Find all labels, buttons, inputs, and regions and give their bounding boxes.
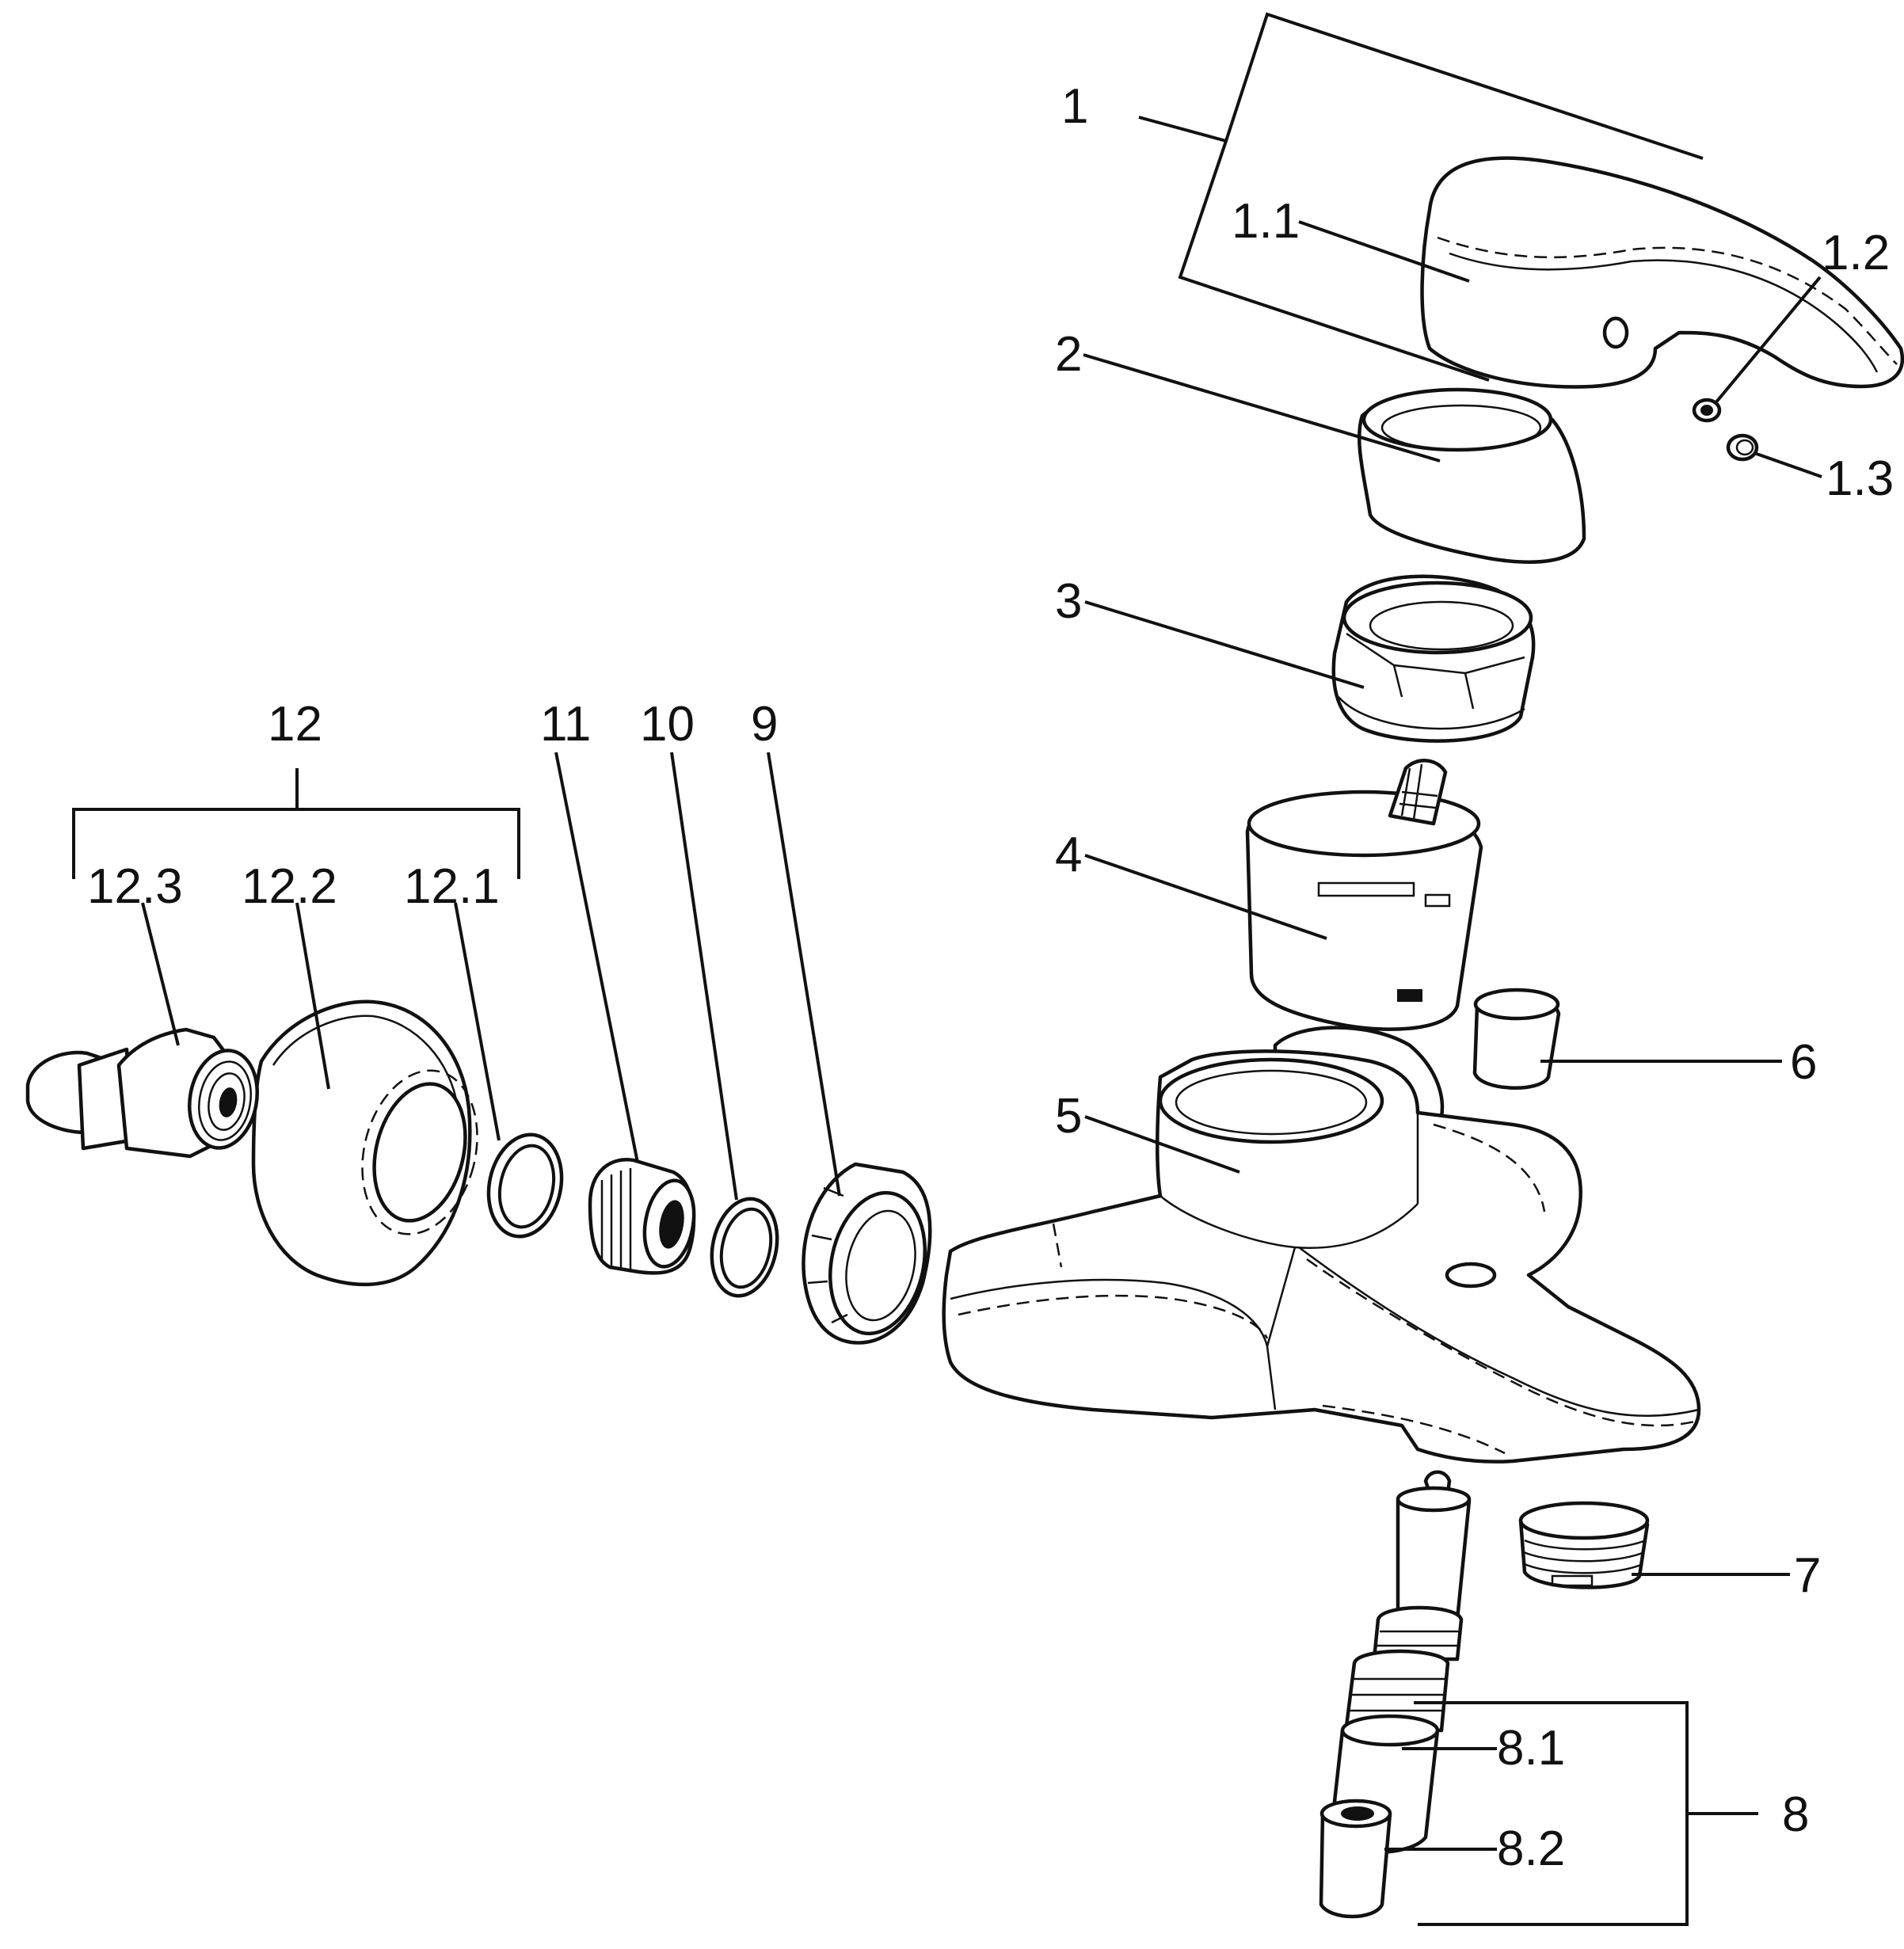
part-2-cover-cap: 2 bbox=[1055, 327, 1586, 564]
part-6-small-cap: 6 bbox=[1472, 988, 1817, 1090]
diverter-ring-lines bbox=[1349, 1630, 1459, 1712]
escutcheon-rim bbox=[272, 1014, 459, 1110]
label-12-1: 12.1 bbox=[404, 859, 500, 914]
cartridge-slot-2 bbox=[1424, 893, 1451, 908]
nipple-threads bbox=[600, 1168, 632, 1270]
leader-12-2 bbox=[295, 902, 330, 1090]
label-1-3: 1.3 bbox=[1826, 451, 1894, 506]
small-cap-top bbox=[1473, 988, 1560, 1021]
label-1-1: 1.1 bbox=[1232, 194, 1300, 249]
aerator-notch bbox=[1551, 1574, 1594, 1587]
leader-3 bbox=[1084, 600, 1365, 689]
part-3-threaded-ring: 3 bbox=[1055, 574, 1536, 743]
escutcheon-bore bbox=[372, 1082, 467, 1223]
label-5: 5 bbox=[1055, 1089, 1082, 1144]
leader-1 bbox=[1138, 116, 1227, 143]
label-1: 1 bbox=[1061, 79, 1088, 134]
leader-4 bbox=[1084, 854, 1327, 940]
label-8-2: 8.2 bbox=[1497, 1821, 1565, 1876]
leader-5 bbox=[1084, 1115, 1240, 1174]
leader-2 bbox=[1083, 353, 1441, 463]
part-7-aerator: 7 bbox=[1518, 1501, 1821, 1603]
ring-base bbox=[1338, 696, 1525, 730]
nipple-bore bbox=[659, 1200, 684, 1249]
union-nut-bore bbox=[845, 1209, 916, 1322]
bracket-12 bbox=[72, 768, 520, 879]
aerator-ribs bbox=[1523, 1539, 1647, 1574]
part-11-nipple: 11 bbox=[540, 697, 696, 1275]
body-outline bbox=[942, 1049, 1701, 1464]
leader-1-3 bbox=[1754, 451, 1822, 478]
lever-screw-hole bbox=[1602, 316, 1629, 349]
label-8: 8 bbox=[1782, 1787, 1809, 1842]
label-7: 7 bbox=[1794, 1548, 1821, 1603]
label-3: 3 bbox=[1055, 574, 1082, 629]
body-top-opening bbox=[1158, 1057, 1384, 1144]
diverter-sleeve-top bbox=[1340, 1714, 1440, 1747]
cartridge-mark bbox=[1397, 989, 1422, 1002]
leader-11 bbox=[554, 752, 639, 1163]
ring-facets bbox=[1346, 632, 1525, 710]
escutcheon-hidden-bore bbox=[361, 1069, 478, 1235]
leader-1-2 bbox=[1713, 276, 1822, 405]
part-10-o-ring: 10 bbox=[640, 697, 779, 1298]
leader-9 bbox=[767, 752, 841, 1197]
aerator-top bbox=[1518, 1501, 1650, 1540]
cap-inner bbox=[1735, 439, 1754, 456]
label-12: 12 bbox=[268, 697, 322, 752]
connector-thread-2 bbox=[208, 1072, 246, 1131]
part-5-mixer-body: 5 bbox=[942, 1026, 1701, 1464]
label-11: 11 bbox=[540, 697, 591, 752]
connector-thread-1 bbox=[198, 1060, 252, 1141]
label-4: 4 bbox=[1055, 828, 1082, 882]
insert-bore bbox=[1341, 1806, 1374, 1821]
label-12-3: 12.3 bbox=[87, 859, 183, 914]
leader-12-3 bbox=[141, 902, 180, 1046]
part-4-cartridge: 4 bbox=[1055, 759, 1483, 1031]
label-2: 2 bbox=[1055, 327, 1082, 382]
part-1-1-lever bbox=[1420, 156, 1904, 389]
leader-1-1 bbox=[1298, 220, 1470, 283]
ring-bore bbox=[1369, 600, 1514, 651]
union-nut-face bbox=[828, 1190, 927, 1336]
ring-top bbox=[1342, 581, 1533, 655]
screw-socket bbox=[1700, 405, 1713, 416]
body-edges bbox=[950, 1113, 1700, 1418]
label-9: 9 bbox=[751, 697, 778, 752]
label-6: 6 bbox=[1790, 1035, 1817, 1090]
part-1-handle-assembly: 1 1.1 1.2 1.3 bbox=[1061, 12, 1904, 506]
label-10: 10 bbox=[640, 697, 695, 752]
body-top-bore bbox=[1175, 1069, 1368, 1136]
lever-ridge bbox=[1449, 252, 1879, 373]
cover-cap-inner bbox=[1380, 404, 1542, 451]
label-1-2: 1.2 bbox=[1822, 226, 1890, 280]
cartridge-top bbox=[1247, 790, 1481, 858]
label-12-2: 12.2 bbox=[242, 859, 337, 914]
o-ring-inner bbox=[719, 1207, 773, 1289]
body-hidden-edges bbox=[958, 1123, 1696, 1455]
diverter-shaft-top bbox=[1396, 1486, 1472, 1513]
cartridge-slot-1 bbox=[1317, 881, 1415, 897]
union-nut-flats bbox=[807, 1186, 848, 1324]
body-side-hole bbox=[1445, 1262, 1497, 1289]
stem-splines bbox=[1399, 763, 1438, 820]
connector-bore bbox=[219, 1087, 238, 1117]
bracket-8 bbox=[1414, 1701, 1758, 1926]
leader-12-1 bbox=[454, 902, 501, 1141]
part-8-diverter-assembly: 8 8.1 8.2 bbox=[1319, 1470, 1809, 1926]
leader-10 bbox=[670, 752, 738, 1201]
part-9-union-nut: 9 bbox=[751, 697, 932, 1345]
label-8-1: 8.1 bbox=[1497, 1721, 1565, 1776]
washer-inner bbox=[497, 1144, 556, 1229]
part-12-wall-connection-assembly: 12 12.1 12.2 12.3 bbox=[25, 697, 564, 1287]
